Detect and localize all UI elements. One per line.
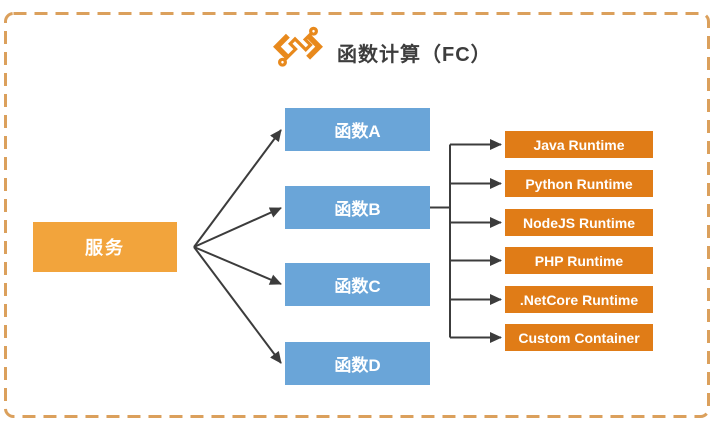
arrow-service-to-function-d [193,246,282,364]
function-c-label: 函数C [334,277,381,296]
runtime-php-node: PHP Runtime [505,247,653,274]
runtime-custom-container-label: Custom Container [518,329,640,346]
function-b-node: 函数B [285,186,430,229]
runtime-java-label: Java Runtime [533,136,625,153]
runtime-python-node: Python Runtime [505,170,653,197]
function-c-node: 函数C [285,263,430,306]
service-label: 服务 [85,238,125,258]
function-b-label: 函数B [334,200,381,219]
runtime-java-node: Java Runtime [505,131,653,158]
service-node: 服务 [33,222,177,272]
runtime-custom-container-node: Custom Container [505,324,653,351]
function-a-node: 函数A [285,108,430,151]
runtime-php-label: PHP Runtime [534,252,624,269]
runtime-python-label: Python Runtime [525,175,633,192]
arrow-service-to-function-b [193,207,282,248]
runtime-nodejs-label: NodeJS Runtime [522,214,635,231]
arrow-service-to-function-a [193,129,282,248]
page-title: 函数计算（FC） [337,43,492,66]
runtime-nodejs-node: NodeJS Runtime [505,209,653,236]
dashed-border [4,12,710,418]
function-d-node: 函数D [285,342,430,385]
function-d-label: 函数D [334,356,381,375]
function-compute-icon [273,26,323,67]
runtime-netcore-node: .NetCore Runtime [505,286,653,313]
diagram-title-group: 函数计算（FC） [271,16,492,74]
runtime-netcore-label: .NetCore Runtime [519,291,639,308]
function-a-label: 函数A [334,122,381,141]
arrow-service-to-function-c [193,246,282,285]
